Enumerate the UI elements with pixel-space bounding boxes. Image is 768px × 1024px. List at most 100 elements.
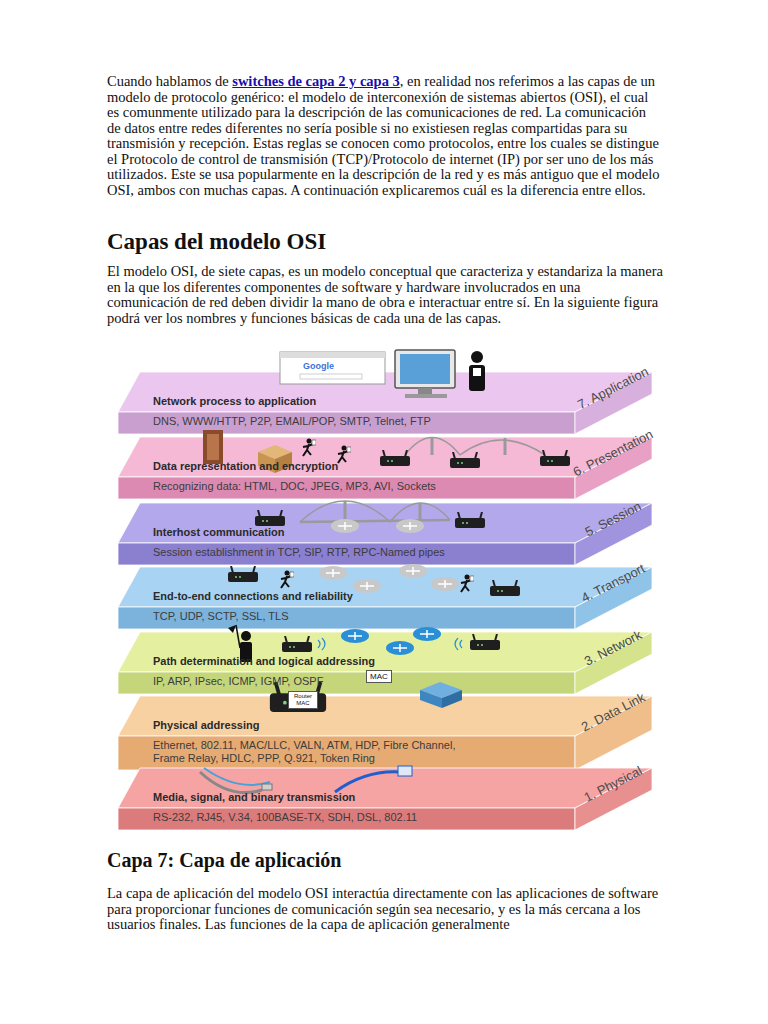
core-router-icon [319,566,347,580]
protocol-list: Recognizing data: HTML, DOC, JPEG, MP3, … [153,480,553,493]
router-icon [270,682,326,712]
band-front-face [118,607,575,629]
paragraph-text: , en realidad nos referimos a las capas … [107,73,659,198]
protocol-list: RS-232, RJ45, V.34, 100BASE-TX, SDH, DSL… [153,811,553,824]
osi-layer-band: 5. SessionInterhost communicationSession… [115,495,660,567]
bridge-icon [300,501,450,522]
layer-function: End-to-end connections and reliability [153,590,353,602]
device-tag: MAC [366,670,392,683]
band-front-face [118,412,575,434]
band-front-face [118,672,575,694]
layer-function: Data representation and encryption [153,460,338,472]
band-top-face [118,503,652,543]
bridge-icon-part [405,438,545,456]
band-front-face [118,736,575,770]
band-top-face [118,567,652,607]
bridge-icon-part [300,501,450,522]
protocol-list: Session establishment in TCP, SIP, RTP, … [153,546,553,559]
osi-layer-band: 3. NetworkPath determination and logical… [115,624,660,696]
person-with-flag-part [241,631,251,641]
wireless-signal [318,638,325,650]
logo-text: Google [303,361,334,371]
router-icon [455,512,485,528]
fiber-cable-part [204,768,270,785]
box-icon-part [275,452,292,473]
core-router-icon [399,564,427,578]
device-tag: Router MAC [288,691,318,709]
section-heading: Capas del modelo OSI [107,229,326,255]
person-icon [469,351,485,391]
hyperlink: switches de capa 2 y capa 3 [232,73,400,89]
network-switch-part [442,690,462,708]
bridge-icon-part [432,437,505,455]
layer-function: Interhost communication [153,526,284,538]
door-icon [203,430,223,464]
browser-window [280,352,385,384]
messenger-icon [281,571,294,589]
person-icon-part [471,351,483,363]
desktop-computer-part [400,354,450,384]
person-with-flag-part [228,625,236,633]
osi-layer-band: 2. Data LinkPhysical addressingEthernet,… [115,688,660,772]
protocol-list: TCP, UDP, SCTP, SSL, TLS [153,610,553,623]
messenger-icon [303,439,316,457]
core-router-icon [431,577,459,591]
door-icon-part [203,430,223,464]
browser-window-part [280,352,385,384]
person-icon-part [469,365,485,391]
core-router-icon [331,519,359,533]
band-front-face [118,477,575,499]
band-top-face [118,632,652,672]
router-icon [228,566,258,582]
band-top-face [118,696,652,736]
osi-layer-band: 4. TransportEnd-to-end connections and r… [115,559,660,631]
person-with-flag-part [240,642,252,662]
core-router-icon [413,627,441,641]
paragraph-text: El modelo OSI, de siete capas, es un mod… [107,264,663,326]
band-front-face [118,808,575,830]
bridge-icon-part [345,501,420,522]
bridge-icon [405,437,545,455]
ethernet-cable [335,766,412,792]
desktop-computer-part [418,388,432,394]
layer-function: Path determination and logical addressin… [153,655,375,667]
layer-function: Physical addressing [153,719,259,731]
protocol-list: IP, ARP, IPsec, ICMP, IGMP, OSPF [153,675,553,688]
section-heading: Capa 7: Capa de aplicación [107,849,341,872]
router-icon [450,452,480,468]
messenger-icon [461,575,474,593]
protocol-list: Ethernet, 802.11, MAC/LLC, VALN, ATM, HD… [153,739,478,765]
band-front-face [118,543,575,565]
browser-window-part [280,352,385,358]
paragraph-text: La capa de aplicación del modelo OSI int… [107,886,663,933]
router-icon [255,510,285,526]
desktop-computer-part [405,394,447,398]
layer-function: Media, signal, and binary transmission [153,791,355,803]
core-router-icon [341,629,369,643]
paragraph-text: Cuando hablamos de [107,73,229,89]
browser-window-part [300,374,362,379]
fiber-cable [200,768,272,793]
box-icon-part [258,452,275,473]
network-switch-part [420,690,442,708]
protocol-list: DNS, WWW/HTTP, P2P, EMAIL/POP, SMTP, Tel… [153,415,553,428]
network-switch [420,682,462,708]
router-icon [380,450,410,466]
core-router-icon [386,641,414,655]
box-icon [258,445,292,473]
person-icon-part [473,368,481,376]
router-icon [470,634,500,650]
router-icon [282,636,312,652]
wireless-signal [455,638,462,650]
band-top-face [118,768,652,808]
desktop-computer-part [395,350,455,388]
layer-function: Network process to application [153,395,316,407]
person-with-flag-part [236,625,240,648]
fiber-cable-part [262,784,272,790]
messenger-icon [338,446,351,464]
door-icon-part [207,434,219,460]
osi-layer-band: 7. ApplicationNetwork process to applica… [115,364,660,436]
bridge-icon-part [300,520,450,522]
router-icon [540,450,570,466]
